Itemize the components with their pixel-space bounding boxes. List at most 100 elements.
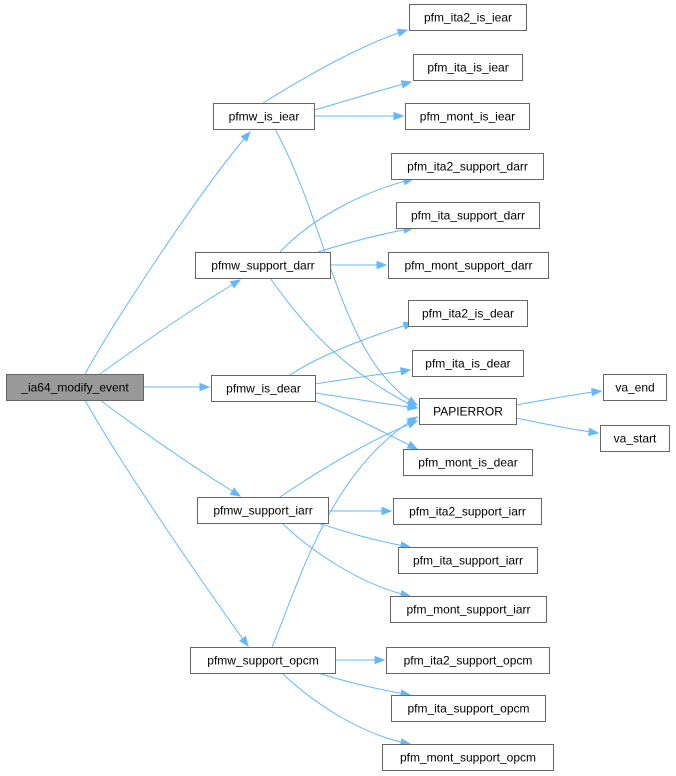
node-label: PAPIERROR xyxy=(433,405,503,419)
edge-is_iear-to-mont_is_iear xyxy=(314,111,405,121)
edge-line xyxy=(314,369,411,385)
node-label: pfm_ita_support_iarr xyxy=(413,554,523,568)
node-label: pfm_ita_support_darr xyxy=(411,209,525,223)
edge-papierror-to-va_end xyxy=(515,387,603,406)
node-ita2-support-opcm[interactable]: pfm_ita2_support_opcm xyxy=(386,647,550,674)
node-box[interactable] xyxy=(419,398,517,425)
edge-line xyxy=(515,390,602,406)
edge-line xyxy=(279,178,414,253)
node-label: pfm_ita2_support_iarr xyxy=(409,505,526,519)
node-va-start[interactable]: va_start xyxy=(600,425,670,452)
edge-support_iarr-to-mont_support_iarr xyxy=(281,522,412,599)
edge-arrowhead xyxy=(393,111,405,121)
edge-arrowhead xyxy=(376,260,388,270)
node-label: pfm_ita_is_dear xyxy=(425,357,510,371)
edge-line xyxy=(317,227,414,253)
node-ita2-is-dear[interactable]: pfm_ita2_is_dear xyxy=(408,300,528,327)
node-ita2-support-darr[interactable]: pfm_ita2_support_darr xyxy=(391,153,544,180)
node-box[interactable] xyxy=(211,375,316,402)
edge-line xyxy=(314,400,418,450)
edge-line xyxy=(317,522,411,548)
edge-line xyxy=(271,416,418,648)
edge-arrowhead xyxy=(399,367,412,376)
node-va-end[interactable]: va_end xyxy=(603,374,667,401)
edge-arrowhead xyxy=(381,506,393,516)
node-ita-is-dear[interactable]: pfm_ita_is_dear xyxy=(412,350,524,377)
node-ita2-is-iear[interactable]: pfm_ita2_is_iear xyxy=(409,4,527,31)
edge-line xyxy=(515,417,599,434)
node-box[interactable] xyxy=(6,374,144,401)
node-support-iarr[interactable]: pfmw_support_iarr xyxy=(197,497,329,524)
node-ita-support-darr[interactable]: pfm_ita_support_darr xyxy=(396,202,540,229)
node-label: pfmw_support_opcm xyxy=(207,654,318,668)
edge-arrowhead xyxy=(374,655,386,665)
node-mont-is-iear[interactable]: pfm_mont_is_iear xyxy=(405,103,530,130)
node-papierror[interactable]: PAPIERROR xyxy=(419,398,517,425)
node-ita-support-iarr[interactable]: pfm_ita_support_iarr xyxy=(398,547,538,574)
edge-support_iarr-to-ita_support_iarr xyxy=(317,522,412,550)
node-box[interactable] xyxy=(412,350,524,377)
edge-support_darr-to-ita2_support_darr xyxy=(279,177,415,253)
edge-support_opcm-to-ita_support_opcm xyxy=(317,672,412,698)
edge-arrowhead xyxy=(591,387,603,397)
edge-arrowhead xyxy=(400,80,413,89)
edge-line xyxy=(313,81,412,111)
node-label: pfm_mont_support_opcm xyxy=(400,751,536,765)
edge-root-to-support_darr xyxy=(99,279,242,375)
node-is-iear[interactable]: pfmw_is_iear xyxy=(213,103,315,130)
node-mont-support-opcm[interactable]: pfm_mont_support_opcm xyxy=(382,744,554,771)
node-box[interactable] xyxy=(390,596,547,623)
edge-root-to-support_opcm xyxy=(84,399,249,648)
node-box[interactable] xyxy=(382,744,554,771)
node-box[interactable] xyxy=(195,252,331,279)
edge-is_dear-to-ita_is_dear xyxy=(314,367,412,385)
edge-arrowhead xyxy=(406,416,419,426)
edge-line xyxy=(269,277,418,409)
node-label: pfmw_is_dear xyxy=(226,382,301,396)
node-box[interactable] xyxy=(396,202,540,229)
node-box[interactable] xyxy=(603,374,667,401)
node-box[interactable] xyxy=(405,103,530,130)
edge-line xyxy=(84,131,251,375)
node-box[interactable] xyxy=(388,252,549,279)
node-box[interactable] xyxy=(600,425,670,452)
node-box[interactable] xyxy=(403,449,533,476)
node-root[interactable]: _ia64_modify_event xyxy=(6,374,144,401)
node-box[interactable] xyxy=(393,498,542,525)
node-box[interactable] xyxy=(391,153,544,180)
node-box[interactable] xyxy=(408,300,528,327)
node-ita2-support-iarr[interactable]: pfm_ita2_support_iarr xyxy=(393,498,542,525)
node-box[interactable] xyxy=(190,647,336,674)
node-label: pfm_mont_support_iarr xyxy=(406,603,530,617)
edge-line xyxy=(262,29,408,104)
node-mont-is-dear[interactable]: pfm_mont_is_dear xyxy=(403,449,533,476)
edge-support_opcm-to-ita2_support_opcm xyxy=(335,655,386,665)
node-box[interactable] xyxy=(409,4,527,31)
edge-arrowhead xyxy=(240,130,251,142)
node-box[interactable] xyxy=(413,54,523,81)
edge-is_dear-to-mont_is_dear xyxy=(314,400,419,450)
node-box[interactable] xyxy=(398,547,538,574)
edge-root-to-is_iear xyxy=(84,130,251,375)
node-ita-is-iear[interactable]: pfm_ita_is_iear xyxy=(413,54,523,81)
node-box[interactable] xyxy=(197,497,329,524)
node-label: pfm_ita_support_opcm xyxy=(407,702,529,716)
node-ita-support-opcm[interactable]: pfm_ita_support_opcm xyxy=(391,695,546,722)
node-label: va_end xyxy=(615,381,654,395)
node-box[interactable] xyxy=(386,647,550,674)
node-is-dear[interactable]: pfmw_is_dear xyxy=(211,375,316,402)
edge-arrowhead xyxy=(588,427,600,436)
edge-line xyxy=(289,322,414,376)
node-label: _ia64_modify_event xyxy=(20,381,129,395)
edge-support_opcm-to-mont_support_opcm xyxy=(281,672,412,747)
node-mont-support-darr[interactable]: pfm_mont_support_darr xyxy=(388,252,549,279)
edge-arrowhead xyxy=(229,487,242,497)
node-box[interactable] xyxy=(213,103,315,130)
node-mont-support-iarr[interactable]: pfm_mont_support_iarr xyxy=(390,596,547,623)
node-support-opcm[interactable]: pfmw_support_opcm xyxy=(190,647,336,674)
edge-arrowhead xyxy=(406,440,419,450)
node-support-darr[interactable]: pfmw_support_darr xyxy=(195,252,331,279)
edge-support_iarr-to-papierror xyxy=(279,420,419,498)
node-box[interactable] xyxy=(391,695,546,722)
